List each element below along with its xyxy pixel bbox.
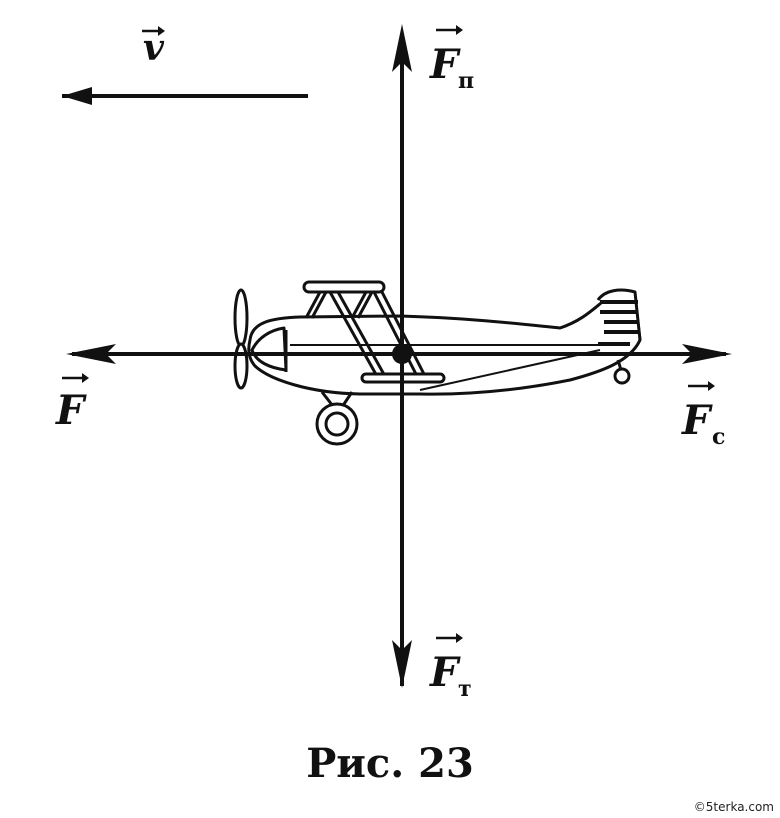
gravity-force-symbol: F <box>429 649 461 696</box>
velocity-label: v <box>143 27 165 69</box>
thrust-force-arrowhead <box>66 344 116 364</box>
airplane-drawing <box>233 280 642 446</box>
drag-force-subscript: с <box>712 424 725 450</box>
thrust-force-label: F <box>55 373 89 434</box>
thrust-force-symbol: F <box>55 387 87 434</box>
lift-force-label: F п <box>429 25 474 94</box>
lift-force-symbol: F <box>429 41 461 88</box>
gravity-force-label: F т <box>429 633 472 702</box>
lift-force-subscript: п <box>458 68 474 94</box>
gravity-force-arrowhead <box>392 640 412 688</box>
lift-force-arrowhead <box>392 24 412 72</box>
gravity-force-subscript: т <box>458 676 472 702</box>
figure-caption: Рис. 23 <box>306 740 474 787</box>
watermark-text: ©5terka.com <box>693 800 774 814</box>
drag-force-arrowhead <box>682 344 732 364</box>
center-of-mass-point <box>392 344 412 364</box>
velocity-vector: v <box>62 26 308 105</box>
drag-force-label: F с <box>681 381 725 450</box>
drag-force-symbol: F <box>681 397 713 444</box>
